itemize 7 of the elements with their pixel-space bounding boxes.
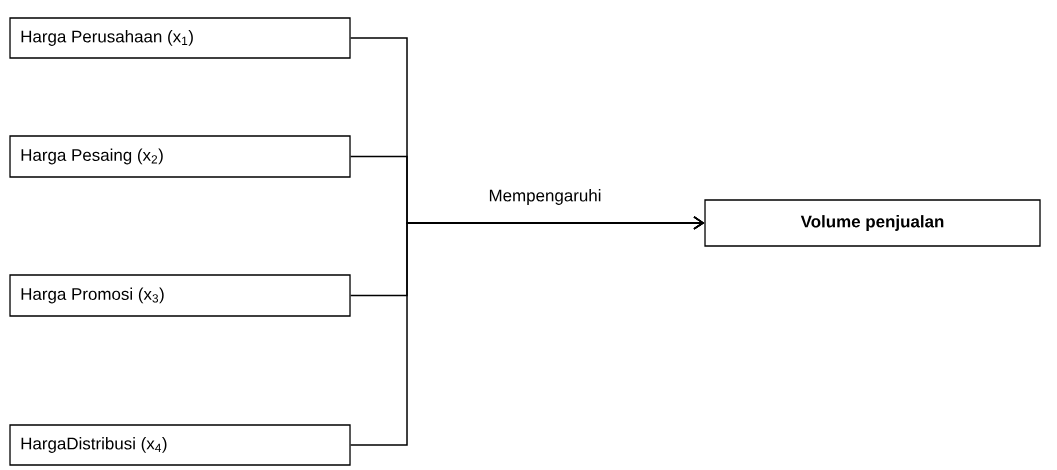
connector-arrow [349, 216, 705, 446]
target-box: Volume penjualan [704, 199, 1041, 247]
factor-box: Harga Perusahaan (x$_{1}$) [9, 17, 351, 59]
edge-label: Mempengaruhi [487, 188, 603, 206]
factor-box: Harga Pesaing (x$_{2}$) [9, 135, 351, 178]
factor-box: HargaDistribusi (x$_{4}$) [9, 424, 351, 466]
factor-box: Harga Promosi (x$_{3}$) [9, 274, 351, 317]
